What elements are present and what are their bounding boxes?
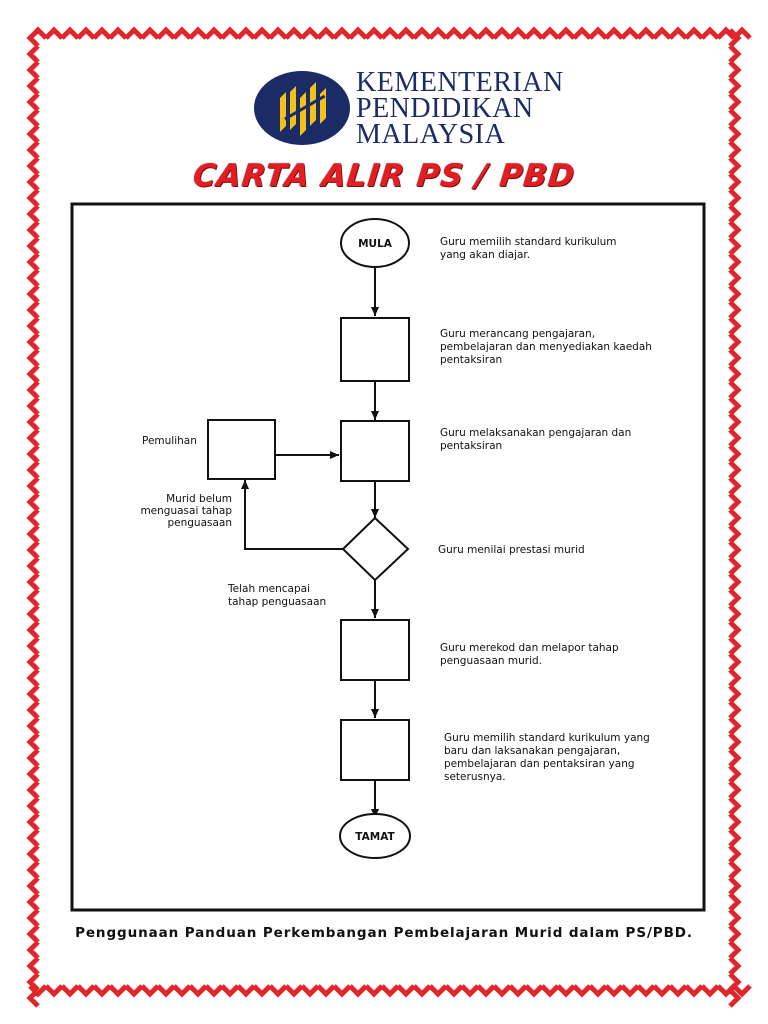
note-line: Guru merancang pengajaran,	[440, 328, 595, 340]
ministry-name: KEMENTERIAN PENDIDIKAN MALAYSIA	[356, 67, 576, 150]
ministry-name-line-3: MALAYSIA	[356, 119, 506, 150]
note-line: penguasaan	[167, 517, 232, 529]
end-node	[339, 813, 411, 859]
diagram-frame	[70, 202, 706, 912]
start-label: MULA	[358, 238, 393, 250]
step-note-evaluate: Guru menilai prestasi murid	[438, 544, 585, 556]
note-line: Guru merekod dan melapor tahap	[440, 642, 619, 654]
record-step-box	[340, 619, 410, 681]
note-line: yang akan diajar.	[440, 249, 530, 261]
note-line: pentaksiran	[440, 354, 502, 366]
kpm-logo-icon	[254, 71, 350, 145]
teach-step-box	[340, 420, 410, 482]
note-line: Murid belum	[166, 493, 232, 505]
remedial-step-box	[207, 419, 276, 480]
note-line: pembelajaran dan pentaksiran yang	[444, 758, 635, 770]
step-note-plan: Guru merancang pengajaran,pembelajaran d…	[440, 328, 652, 366]
plan-step-box	[340, 317, 410, 382]
note-line: baru dan laksanakan pengajaran,	[444, 745, 620, 757]
ministry-name-line-2: PENDIDIKAN	[356, 93, 534, 124]
evaluate-decision-diamond	[341, 516, 410, 582]
remedial-label: Pemulihan	[142, 435, 197, 447]
note-line: tahap penguasaan	[228, 596, 326, 608]
note-line: Guru memilih standard kurikulum	[440, 236, 617, 248]
step-note-teach: Guru melaksanakan pengajaran danpentaksi…	[440, 427, 631, 452]
note-line: Guru memilih standard kurikulum yang	[444, 732, 650, 744]
note-line: Guru melaksanakan pengajaran dan	[440, 427, 631, 439]
note-line: Guru menilai prestasi murid	[438, 544, 585, 556]
note-line: seterusnya.	[444, 771, 506, 783]
note-line: pembelajaran dan menyediakan kaedah	[440, 341, 652, 353]
footer-caption: Penggunaan Panduan Perkembangan Pembelaj…	[75, 925, 693, 941]
step-note-record: Guru merekod dan melapor tahappenguasaan…	[440, 642, 619, 667]
note-line: pentaksiran	[440, 440, 502, 452]
note-line: Telah mencapai	[227, 583, 310, 595]
end-label: TAMAT	[355, 831, 395, 843]
ministry-name-line-1: KEMENTERIAN	[356, 67, 564, 98]
step-note-next-standard: Guru memilih standard kurikulum yangbaru…	[444, 732, 650, 783]
note-line: menguasai tahap	[140, 505, 232, 517]
next-standard-step-box	[340, 719, 410, 781]
note-line: penguasaan murid.	[440, 655, 542, 667]
start-node	[340, 218, 410, 268]
connector-evaluate-to-remedial	[241, 480, 343, 550]
